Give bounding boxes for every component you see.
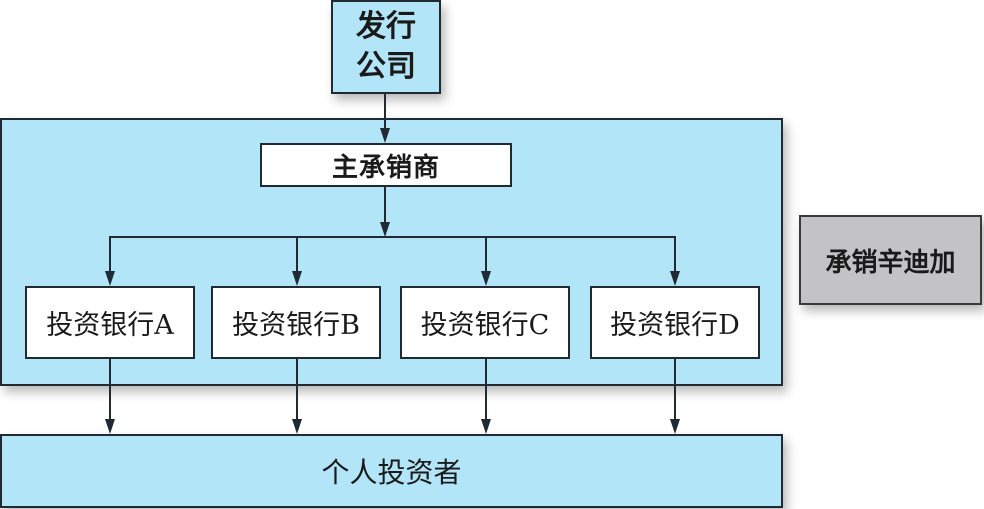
bank-label-c: 投资银行C <box>420 310 550 341</box>
bank-label-d: 投资银行D <box>610 310 740 341</box>
investors-label: 个人投资者 <box>321 456 462 489</box>
bank-node-a: 投资银行A <box>25 286 195 359</box>
arrowhead-icon <box>670 419 680 434</box>
bank-node-b: 投资银行B <box>211 286 381 359</box>
bank-label-a: 投资银行A <box>46 310 174 341</box>
syndicate-label-text: 承销辛迪加 <box>825 247 956 278</box>
syndicate-label-node: 承销辛迪加 <box>799 215 982 305</box>
bank-node-c: 投资银行C <box>400 286 570 359</box>
issuer-label-line1: 发行 <box>356 9 416 44</box>
lead-underwriter-node: 主承销商 <box>260 143 512 187</box>
issuer-node: 发行 公司 <box>331 0 441 94</box>
bank-node-d: 投资银行D <box>590 286 760 359</box>
arrowhead-icon <box>105 419 115 434</box>
issuer-label-line2: 公司 <box>356 49 416 84</box>
investors-node: 个人投资者 <box>0 434 783 508</box>
arrowhead-icon <box>292 419 302 434</box>
arrowhead-icon <box>481 419 491 434</box>
lead-underwriter-label: 主承销商 <box>331 152 440 183</box>
bank-label-b: 投资银行B <box>232 310 360 341</box>
